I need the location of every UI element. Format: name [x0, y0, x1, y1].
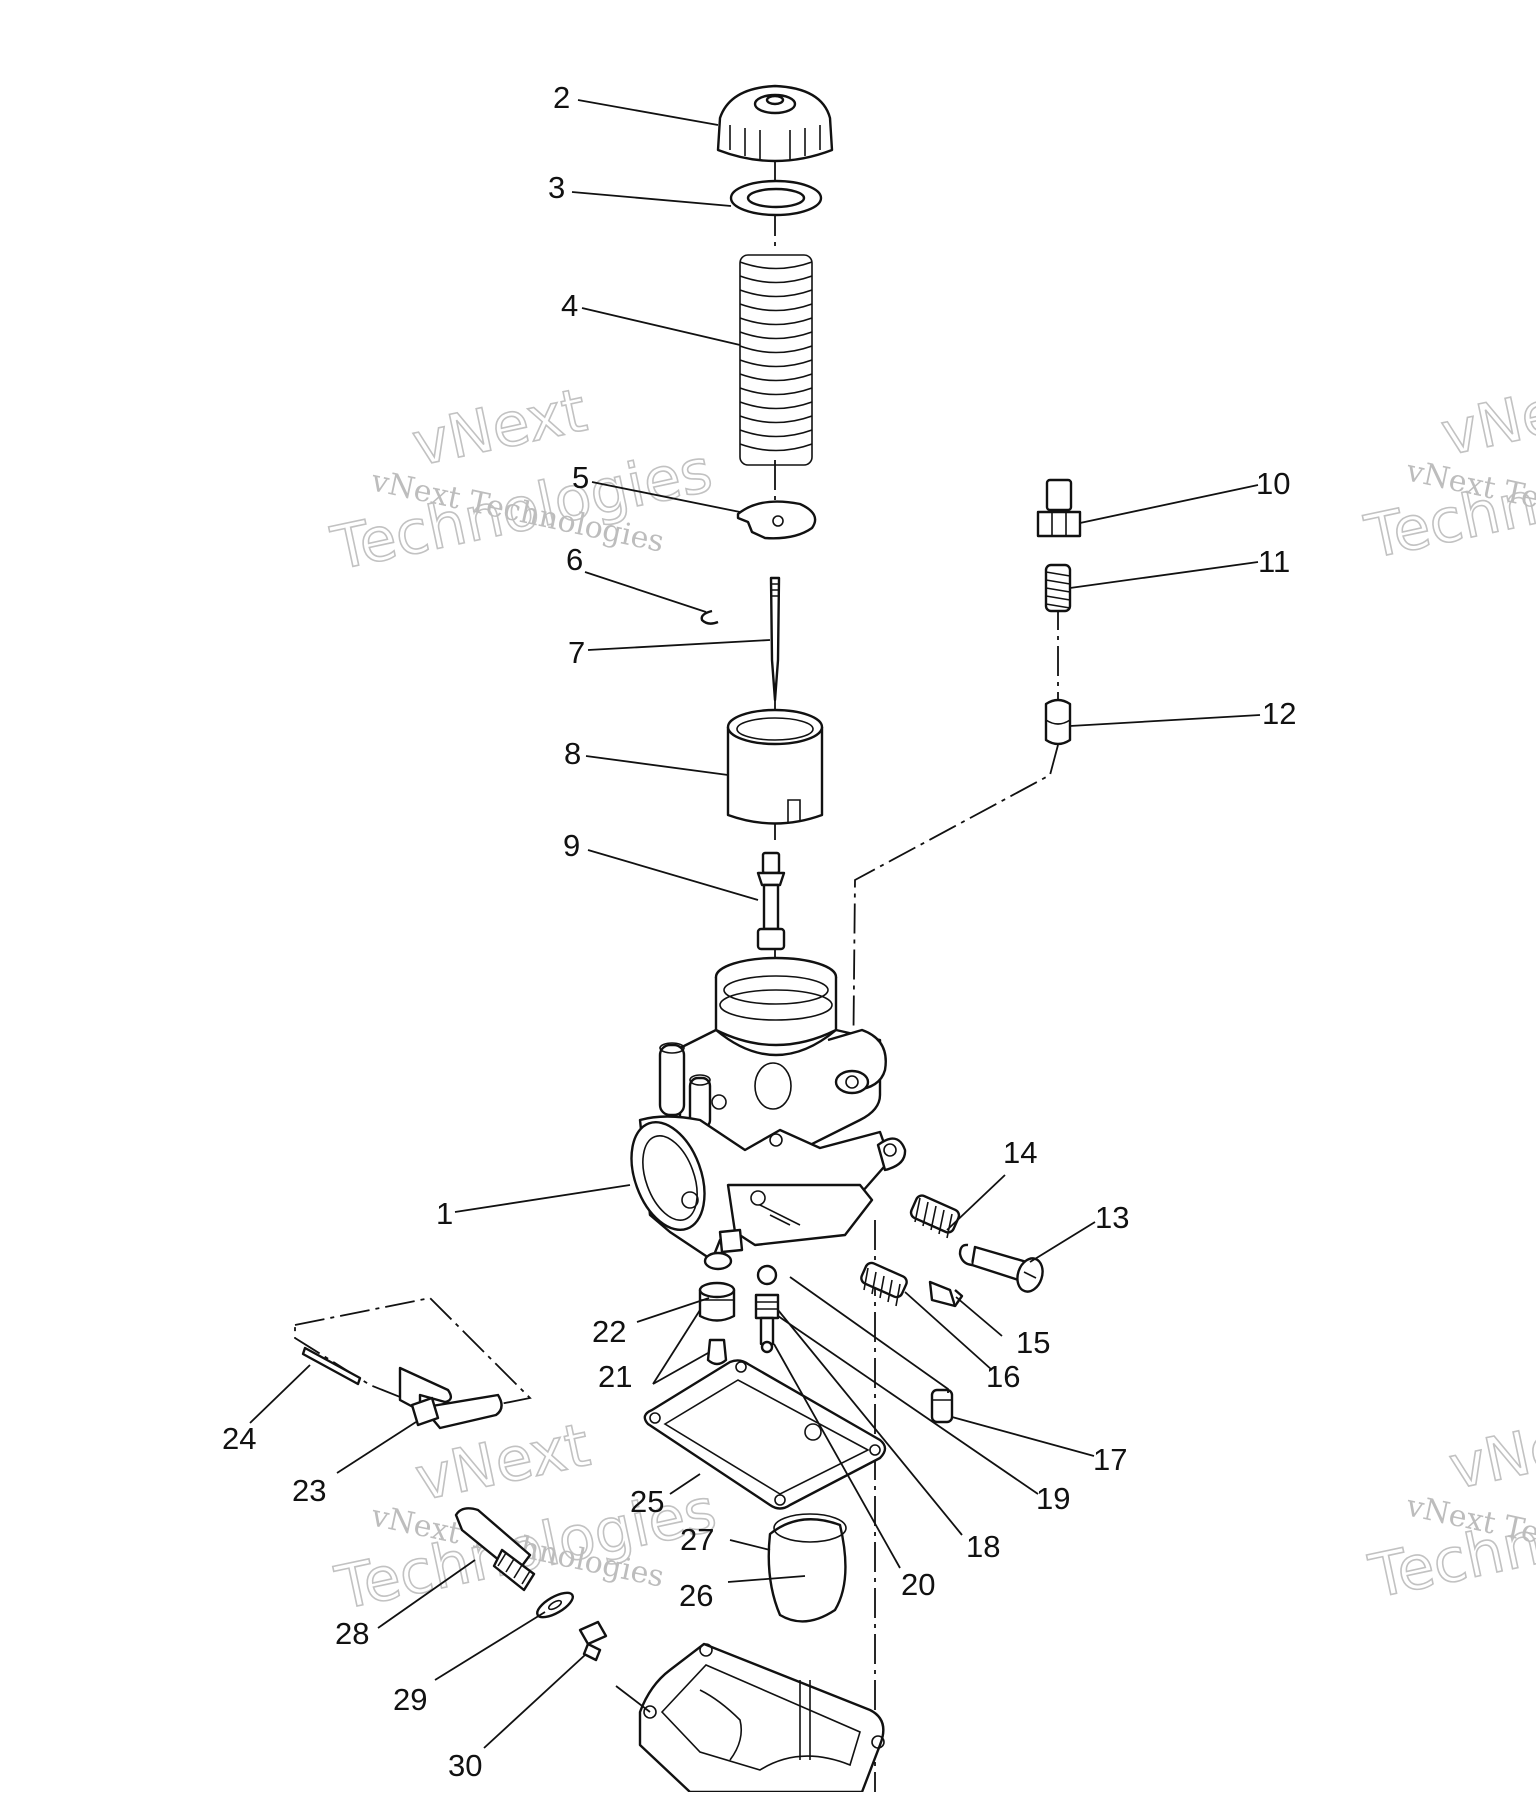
callout-12: 12 — [1262, 696, 1296, 731]
callout-4: 4 — [561, 288, 578, 323]
part-2-cap — [716, 84, 834, 163]
part-12-cable-end — [1044, 698, 1072, 746]
callout-14: 14 — [1003, 1135, 1037, 1170]
part-float-bowl — [638, 1642, 885, 1794]
callout-20: 20 — [901, 1567, 935, 1602]
callout-19: 19 — [1036, 1481, 1070, 1516]
part-1-carburetor-body — [630, 956, 907, 1262]
part-9-needle-jet — [756, 851, 786, 951]
callout-10: 10 — [1256, 466, 1290, 501]
callout-29: 29 — [393, 1682, 427, 1717]
part-15-screw — [928, 1280, 964, 1308]
svg-text:vNe: vNe — [1435, 377, 1536, 470]
callout-2: 2 — [553, 80, 570, 115]
part-7-jet-needle — [769, 576, 781, 702]
callout-28: 28 — [335, 1616, 369, 1651]
callout-26: 26 — [679, 1578, 713, 1613]
callout-17: 17 — [1093, 1442, 1127, 1477]
callout-15: 15 — [1016, 1325, 1050, 1360]
part-16-spring — [860, 1261, 908, 1307]
part-4-spring — [739, 254, 813, 466]
part-17-fitting — [930, 1388, 954, 1424]
callout-21: 21 — [598, 1359, 632, 1394]
callout-9: 9 — [563, 828, 580, 863]
callout-27: 27 — [680, 1522, 714, 1557]
part-28-29-30-drain — [454, 1507, 608, 1662]
callout-numbers: 1 2 3 4 5 6 7 8 9 10 11 12 13 14 15 16 1… — [222, 80, 1296, 1783]
callout-5: 5 — [572, 460, 589, 495]
callout-25: 25 — [630, 1484, 664, 1519]
part-6-clip — [700, 609, 719, 625]
callout-23: 23 — [292, 1473, 326, 1508]
callout-30: 30 — [448, 1748, 482, 1783]
callout-6: 6 — [566, 542, 583, 577]
callout-16: 16 — [986, 1359, 1020, 1394]
part-14-spring — [909, 1194, 961, 1239]
callout-22: 22 — [592, 1314, 626, 1349]
part-13-pilot-screw — [958, 1243, 1044, 1293]
part-5-retainer-plate — [736, 500, 817, 540]
callout-1: 1 — [436, 1196, 453, 1231]
part-26-float — [767, 1513, 847, 1623]
part-21-22-float-valve — [698, 1251, 736, 1366]
part-8-throttle-valve — [726, 708, 824, 825]
callout-13: 13 — [1095, 1200, 1129, 1235]
leader-lines — [249, 99, 1261, 1749]
part-10-adjuster — [1036, 478, 1082, 538]
callout-18: 18 — [966, 1529, 1000, 1564]
svg-text:vNe: vNe — [1443, 1411, 1536, 1504]
part-3-washer — [729, 179, 823, 217]
callout-8: 8 — [564, 736, 581, 771]
callout-11: 11 — [1258, 544, 1290, 579]
callout-3: 3 — [548, 170, 565, 205]
part-25-gasket — [643, 1359, 887, 1510]
callout-24: 24 — [222, 1421, 256, 1456]
part-11-spring — [1044, 563, 1072, 613]
callout-7: 7 — [568, 635, 585, 670]
part-23-24-float-pin — [294, 1297, 532, 1430]
part-18-19-main-jet — [754, 1264, 780, 1354]
